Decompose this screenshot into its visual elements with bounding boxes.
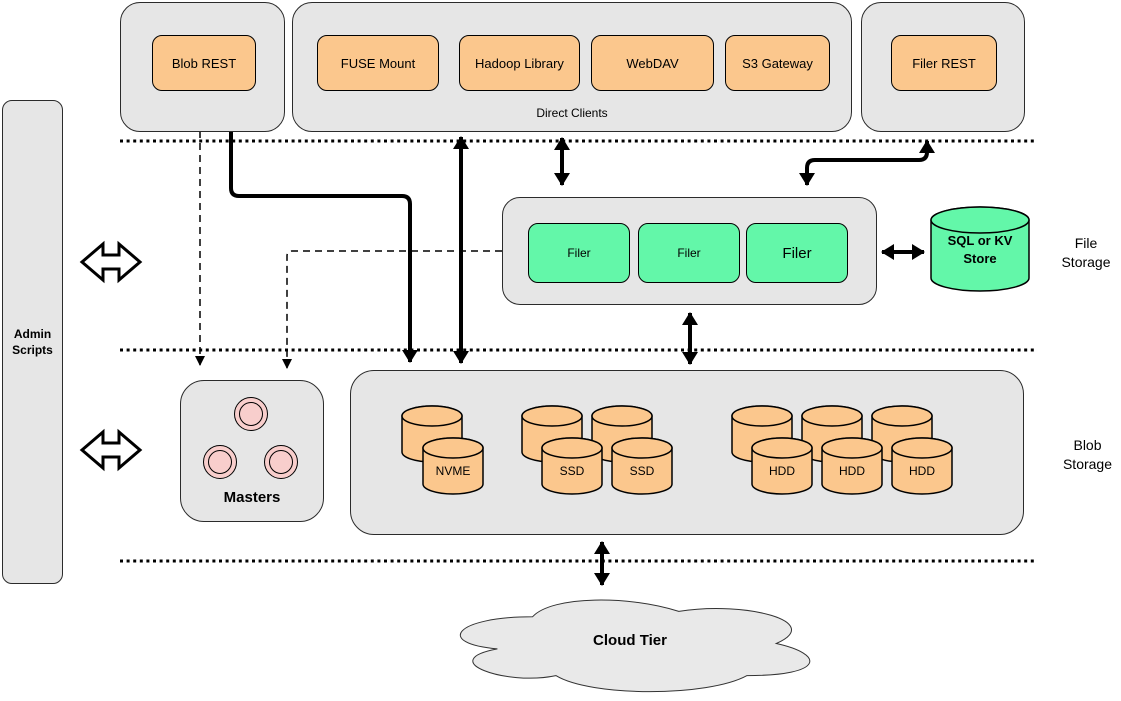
blob-rest-group: Blob REST: [120, 2, 285, 132]
master-node-circle-3: [264, 445, 298, 479]
master-node-circle-2: [203, 445, 237, 479]
admin-file-storage-hollow-arrow-icon: [79, 240, 143, 284]
cloud-tier-label: Cloud Tier: [593, 632, 667, 649]
admin-blob-storage-hollow-arrow-icon: [79, 428, 143, 472]
fuse-mount-label: FUSE Mount: [340, 55, 416, 71]
sql-kv-store-cylinder: SQL or KV Store: [930, 206, 1030, 292]
webdav-label: WebDAV: [626, 55, 679, 71]
nvme-label: NVME: [435, 464, 471, 478]
hdd-volume-cylinder-1: HDD: [751, 437, 813, 495]
hdd-label-2: HDD: [839, 464, 865, 478]
filer-node-3: Filer: [746, 223, 848, 283]
ssd-volume-cylinder-2: SSD: [611, 437, 673, 495]
direct-clients-group: FUSE Mount Hadoop Library WebDAV S3 Gate…: [292, 2, 852, 132]
ssd-label-1: SSD: [559, 464, 585, 478]
admin-scripts-panel: Admin Scripts: [2, 100, 63, 584]
filer-rest-node: Filer REST: [891, 35, 997, 91]
file-storage-tier-label: File Storage: [1061, 235, 1111, 270]
webdav-node: WebDAV: [591, 35, 714, 91]
ssd-label-2: SSD: [629, 464, 655, 478]
masters-group: Masters: [180, 380, 324, 522]
blob-storage-group: NVME SSD SSD HDD: [350, 370, 1024, 535]
filer-to-masters-dashed-arrow: [282, 250, 502, 369]
hadoop-library-node: Hadoop Library: [459, 35, 580, 91]
nvme-volume-cylinder: NVME: [422, 437, 484, 495]
hadoop-library-label: Hadoop Library: [475, 55, 564, 71]
ssd-volume-cylinder-1: SSD: [541, 437, 603, 495]
filer-node-1: Filer: [528, 223, 630, 283]
blob-rest-to-blob-storage-arrow: [229, 130, 418, 363]
cloud-tier-shape: [459, 599, 811, 693]
blob-rest-label: Blob REST: [171, 55, 237, 71]
admin-scripts-label-line1: Admin: [13, 327, 52, 341]
blob-rest-node: Blob REST: [152, 35, 256, 91]
s3-gateway-node: S3 Gateway: [725, 35, 830, 91]
filer-label-1: Filer: [567, 246, 591, 260]
admin-scripts-label-line2: Scripts: [12, 343, 53, 357]
direct-clients-group-label: Direct Clients: [536, 106, 608, 120]
sql-store-label-line2: Store: [963, 251, 997, 266]
master-node-circle-1: [234, 397, 268, 431]
hdd-label-1: HDD: [769, 464, 795, 478]
filer-node-2: Filer: [638, 223, 740, 283]
hdd-volume-cylinder-3: HDD: [891, 437, 953, 495]
hdd-label-3: HDD: [909, 464, 935, 478]
fuse-mount-node: FUSE Mount: [317, 35, 439, 91]
hdd-volume-cylinder-2: HDD: [821, 437, 883, 495]
filer-rest-label: Filer REST: [912, 55, 976, 71]
sql-store-label-line1: SQL or KV: [947, 233, 1013, 248]
filer-rest-to-filer-arrow: [799, 140, 935, 186]
filer-rest-group: Filer REST: [861, 2, 1025, 132]
filer-label-3: Filer: [782, 244, 812, 262]
s3-gateway-label: S3 Gateway: [742, 55, 813, 71]
cylinder-shape-icon: [930, 206, 1030, 292]
filer-cluster-group: Filer Filer Filer: [502, 197, 877, 305]
filer-label-2: Filer: [677, 246, 701, 260]
blob-storage-tier-label: Blob Storage: [1062, 437, 1113, 472]
masters-label: Masters: [223, 489, 281, 506]
